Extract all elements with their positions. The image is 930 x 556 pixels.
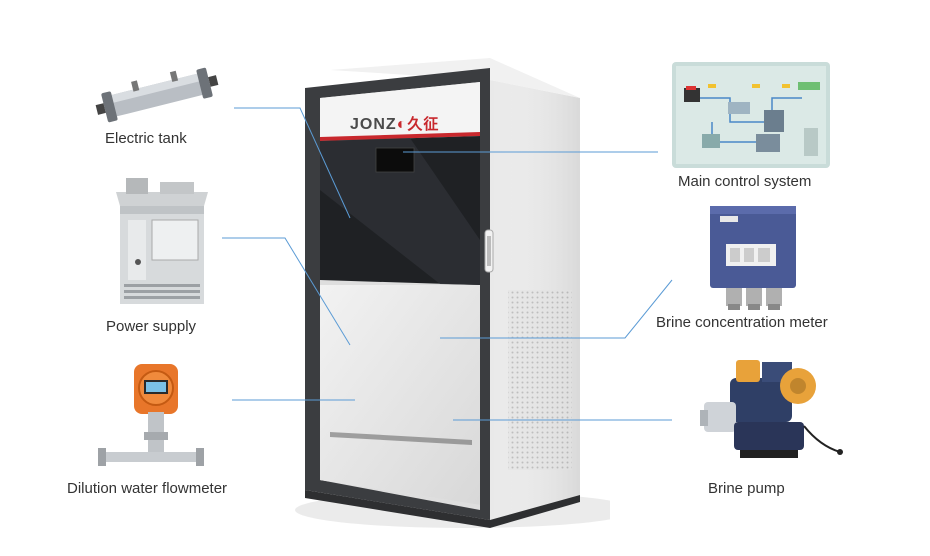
- brine-pump-label: Brine pump: [708, 480, 785, 497]
- brine-pump-image: [700, 360, 843, 458]
- flowmeter-image: [98, 364, 204, 466]
- brine-meter-label: Brine concentration meter: [656, 314, 828, 331]
- brand-logo-mark-icon: ◐: [396, 116, 408, 133]
- brand-logo-text: JONZ: [350, 116, 397, 133]
- brand-logo: JONZ◐久征: [350, 113, 439, 134]
- electric-tank-image: [95, 67, 219, 123]
- brine-meter-image: [710, 206, 796, 310]
- main-control-image: [672, 62, 830, 168]
- main-control-label: Main control system: [678, 173, 812, 190]
- electric-tank-label: Electric tank: [105, 130, 187, 147]
- power-supply-image: [116, 178, 208, 304]
- power-supply-label: Power supply: [106, 318, 197, 335]
- brand-logo-cn: 久征: [407, 116, 440, 133]
- generator-cabinet: [295, 58, 610, 528]
- flowmeter-label: Dilution water flowmeter: [67, 480, 228, 497]
